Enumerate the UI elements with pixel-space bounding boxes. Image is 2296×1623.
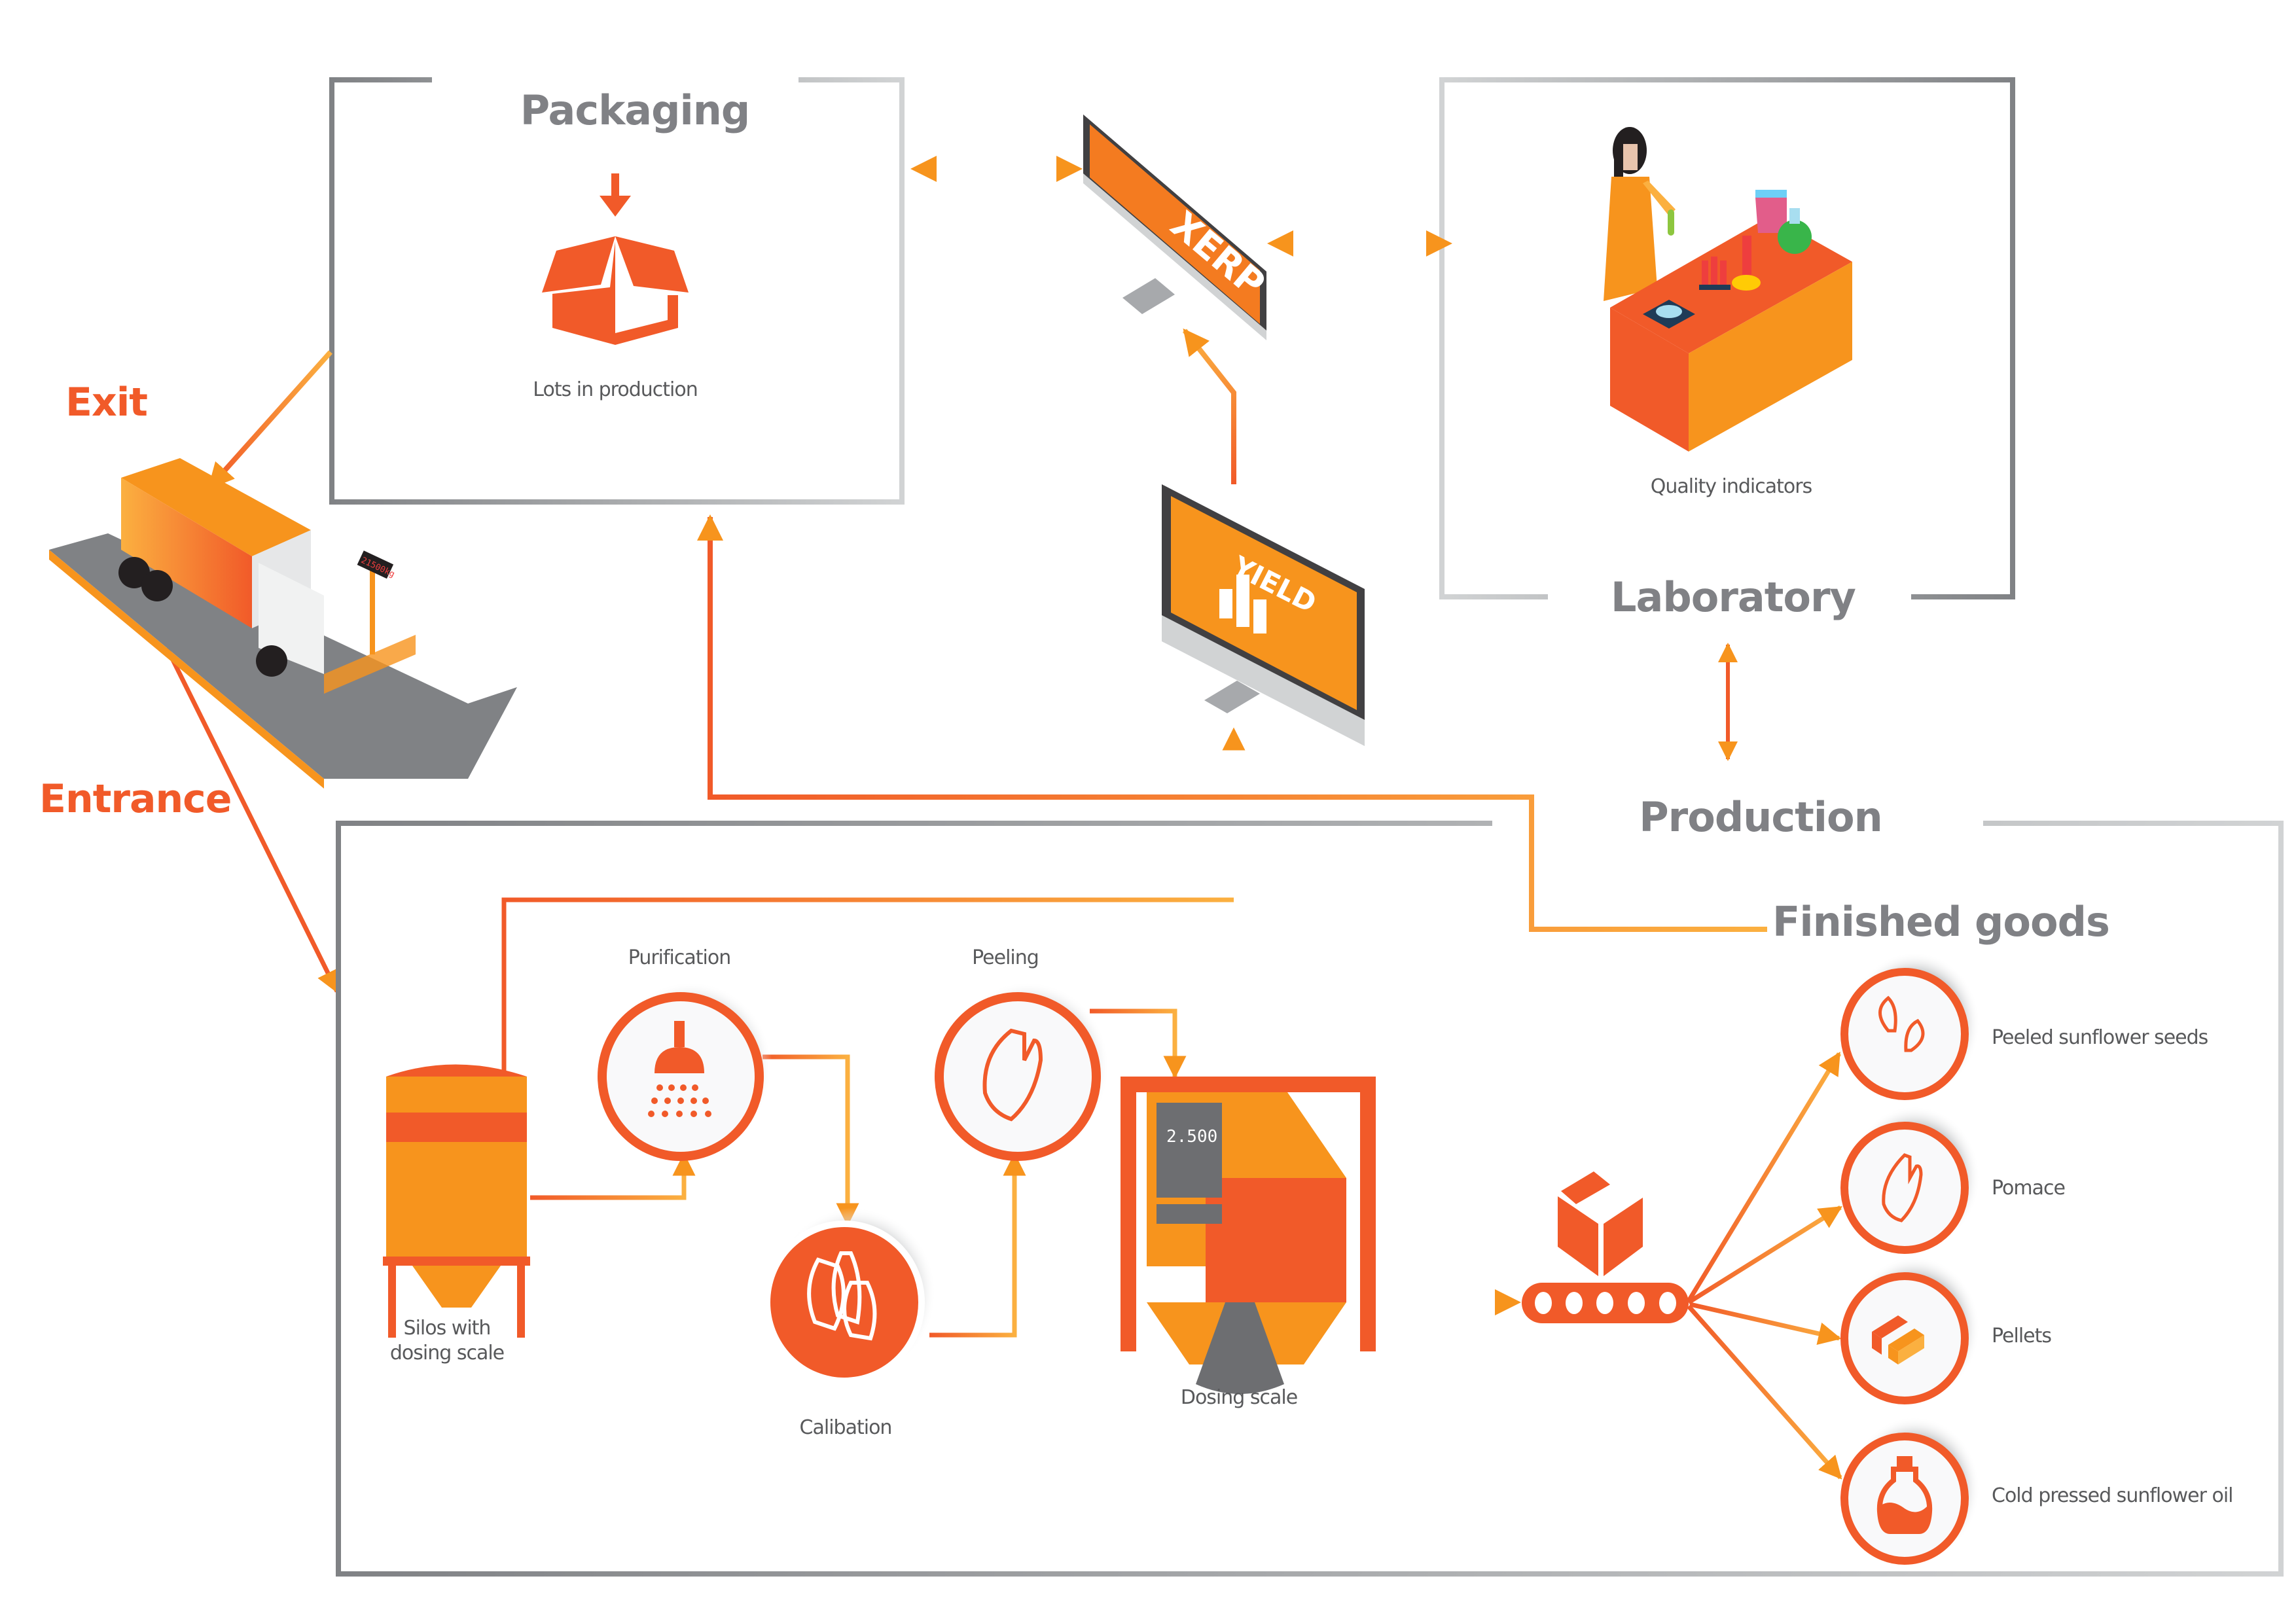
connector-peeling-dosing	[1090, 1008, 1187, 1079]
silos-label-line2: dosing scale	[389, 1342, 505, 1364]
product-pomace	[1840, 1106, 1980, 1254]
parcel-icon	[1558, 1171, 1643, 1276]
packaging-title: Packaging	[520, 86, 751, 134]
product-label-pellets: Pellets	[1992, 1325, 2052, 1347]
seeds-icon	[1878, 995, 1925, 1052]
exit-label: Exit	[65, 380, 148, 425]
connector-production-packaging	[697, 514, 1767, 932]
pellets-icon	[1872, 1315, 1924, 1364]
product-label-peeled-seeds: Peeled sunflower seeds	[1992, 1026, 2208, 1049]
lab-bench-illustration	[1604, 127, 1852, 452]
product-label-pomace: Pomace	[1992, 1177, 2066, 1200]
calibration-label: Calibation	[799, 1416, 893, 1439]
product-pellets	[1840, 1257, 1980, 1404]
oil-bottle-icon	[1876, 1456, 1933, 1534]
product-sunflower-oil	[1840, 1417, 1980, 1565]
shower-icon	[648, 1021, 711, 1117]
yield-monitor: YIELD	[1162, 484, 1365, 746]
laboratory-caption: Quality indicators	[1650, 475, 1812, 498]
connector-purification-calibration	[762, 1054, 859, 1226]
purification-step	[598, 982, 772, 1161]
silo-icon	[383, 1064, 530, 1338]
husked-seed-icon	[982, 1028, 1043, 1122]
open-box-icon	[542, 173, 689, 345]
entrance-label: Entrance	[39, 776, 232, 822]
husk-icon	[1882, 1153, 1923, 1222]
peeling-label: Peeling	[972, 946, 1039, 969]
packaging-caption: Lots in production	[533, 378, 698, 401]
production-title: Production	[1639, 793, 1883, 841]
connector-yield-erp	[1182, 328, 1236, 484]
connector-conveyor-products	[1687, 1052, 1842, 1480]
peeling-step	[935, 982, 1109, 1161]
connector-silos-yield	[501, 897, 1234, 1073]
connector-packaging-exit	[207, 350, 332, 490]
calibration-step	[764, 1207, 936, 1384]
connector-calibration-peeling	[929, 1152, 1026, 1338]
laboratory-title: Laboratory	[1611, 573, 1856, 621]
laboratory-frame	[1439, 77, 2015, 599]
silos-label-line1: Silos with	[403, 1317, 492, 1340]
seeds-group-icon	[807, 1251, 877, 1341]
dosing-display: 2.500	[1166, 1127, 1217, 1147]
dosing-scale-icon: 2.500	[1121, 1077, 1376, 1394]
bar-chart-icon	[1219, 575, 1266, 633]
dosing-scale-label: Dosing scale	[1180, 1386, 1298, 1409]
product-label-oil: Cold pressed sunflower oil	[1992, 1484, 2233, 1507]
purification-label: Purification	[628, 946, 731, 969]
packaging-frame	[329, 77, 905, 505]
production-frame	[336, 821, 2284, 1577]
connector-entrance-production	[164, 647, 340, 994]
connector-silos-purification	[530, 1152, 696, 1200]
product-peeled-seeds	[1840, 952, 1980, 1100]
erp-monitor: XERP	[1083, 115, 1273, 340]
truck-weighbridge-illustration: 21500kg	[49, 458, 517, 789]
conveyor-icon	[1522, 1171, 1689, 1323]
finished-goods-title: Finished goods	[1772, 898, 2110, 946]
